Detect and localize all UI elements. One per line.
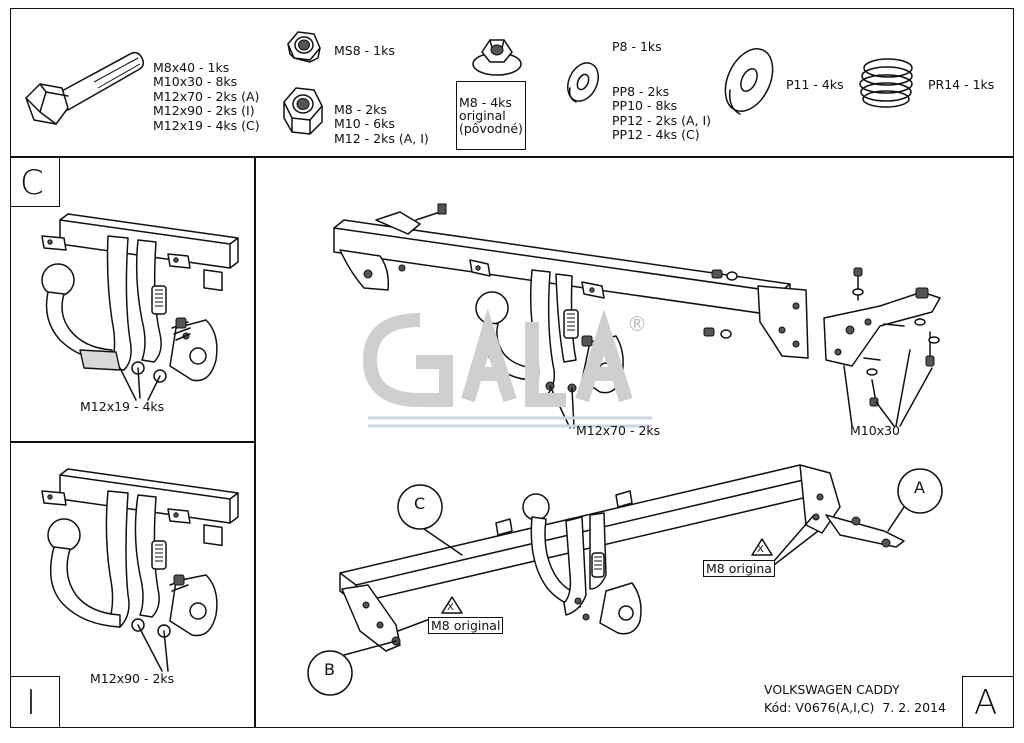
flange-nut-label-m8: M8 - 4ks bbox=[459, 95, 512, 110]
panel-a-letter-box bbox=[962, 676, 1014, 728]
spring-washer-icon bbox=[859, 58, 913, 108]
p11-label: P11 - 4ks bbox=[786, 77, 844, 92]
nut-label-m12: M12 - 2ks (A, I) bbox=[334, 130, 429, 146]
towbar-c-detail-drawing bbox=[41, 213, 239, 401]
callout-c-label: C bbox=[414, 494, 426, 513]
panel-c-bolt-label: M12x19 - 4ks bbox=[80, 399, 165, 414]
flange-nut-label-original: original bbox=[459, 108, 506, 123]
callout-b-label: B bbox=[324, 660, 335, 679]
warning-x-left: X bbox=[447, 602, 454, 613]
left-panels-divider bbox=[10, 441, 255, 443]
panel-a-letter: A bbox=[974, 683, 998, 723]
drawing-frame bbox=[10, 8, 1014, 728]
footer-code: Kód: V0676(A,I,C) 7. 2. 2014 bbox=[764, 700, 946, 715]
bolt-m10x30-label: M10x30 bbox=[850, 423, 900, 438]
nut-label-m8: M8 - 2ks bbox=[334, 101, 387, 117]
flat-washer-icon bbox=[567, 62, 599, 103]
bolt-label-m8x40: M8x40 - 1ks bbox=[153, 59, 230, 75]
flange-nut-icon bbox=[472, 39, 522, 76]
header-divider bbox=[10, 156, 1014, 158]
callout-a-label: A bbox=[914, 478, 925, 497]
pp-label-pp10: PP10 - 8ks bbox=[612, 98, 678, 113]
m8-original-left-label: M8 original bbox=[428, 617, 504, 634]
panel-i-letter: I bbox=[26, 683, 37, 723]
towbar-i-detail-drawing bbox=[41, 468, 239, 672]
bolt-label-m12x90: M12x90 - 2ks (I) bbox=[153, 103, 255, 118]
nut-label-m10: M10 - 6ks bbox=[334, 116, 395, 131]
large-washer-icon bbox=[724, 48, 774, 115]
panel-i-bolt-label: M12x90 - 2ks bbox=[90, 671, 175, 686]
bolt-label-m12x19: M12x19 - 4ks (C) bbox=[153, 117, 260, 133]
pp-label-pp12-c: PP12 - 4ks (C) bbox=[612, 127, 700, 142]
bolt-label-m12x70: M12x70 - 2ks (A) bbox=[153, 88, 260, 104]
hex-bolt-icon bbox=[25, 51, 145, 125]
bolt-m12x70-label: M12x70 - 2ks bbox=[576, 423, 661, 438]
pr14-label: PR14 - 1ks bbox=[928, 77, 995, 92]
bolt-label-m10x30: M10x30 - 8ks bbox=[153, 74, 238, 89]
ms8-nut-icon bbox=[287, 31, 321, 63]
p8-label: P8 - 1ks bbox=[612, 39, 662, 54]
ms8-label: MS8 - 1ks bbox=[334, 43, 395, 58]
pp-label-pp8: PP8 - 2ks bbox=[612, 83, 670, 99]
m8-original-right-label: M8 origina bbox=[703, 560, 775, 577]
warning-x-right: X bbox=[757, 544, 764, 555]
panel-c-letter-box bbox=[10, 157, 60, 207]
towbar-installed-view-drawing bbox=[307, 464, 943, 696]
pp-label-pp12-ai: PP12 - 2ks (A, I) bbox=[612, 112, 712, 128]
logo-registered-mark: ® bbox=[627, 312, 647, 336]
panel-c-letter: C bbox=[20, 163, 44, 203]
hex-nut-icon bbox=[283, 87, 323, 135]
flange-nut-label-povodne: (pôvodné) bbox=[459, 121, 523, 136]
panel-i-letter-box bbox=[10, 676, 60, 728]
footer-vehicle: VOLKSWAGEN CADDY bbox=[764, 682, 900, 697]
gala-logo-watermark bbox=[362, 308, 652, 428]
